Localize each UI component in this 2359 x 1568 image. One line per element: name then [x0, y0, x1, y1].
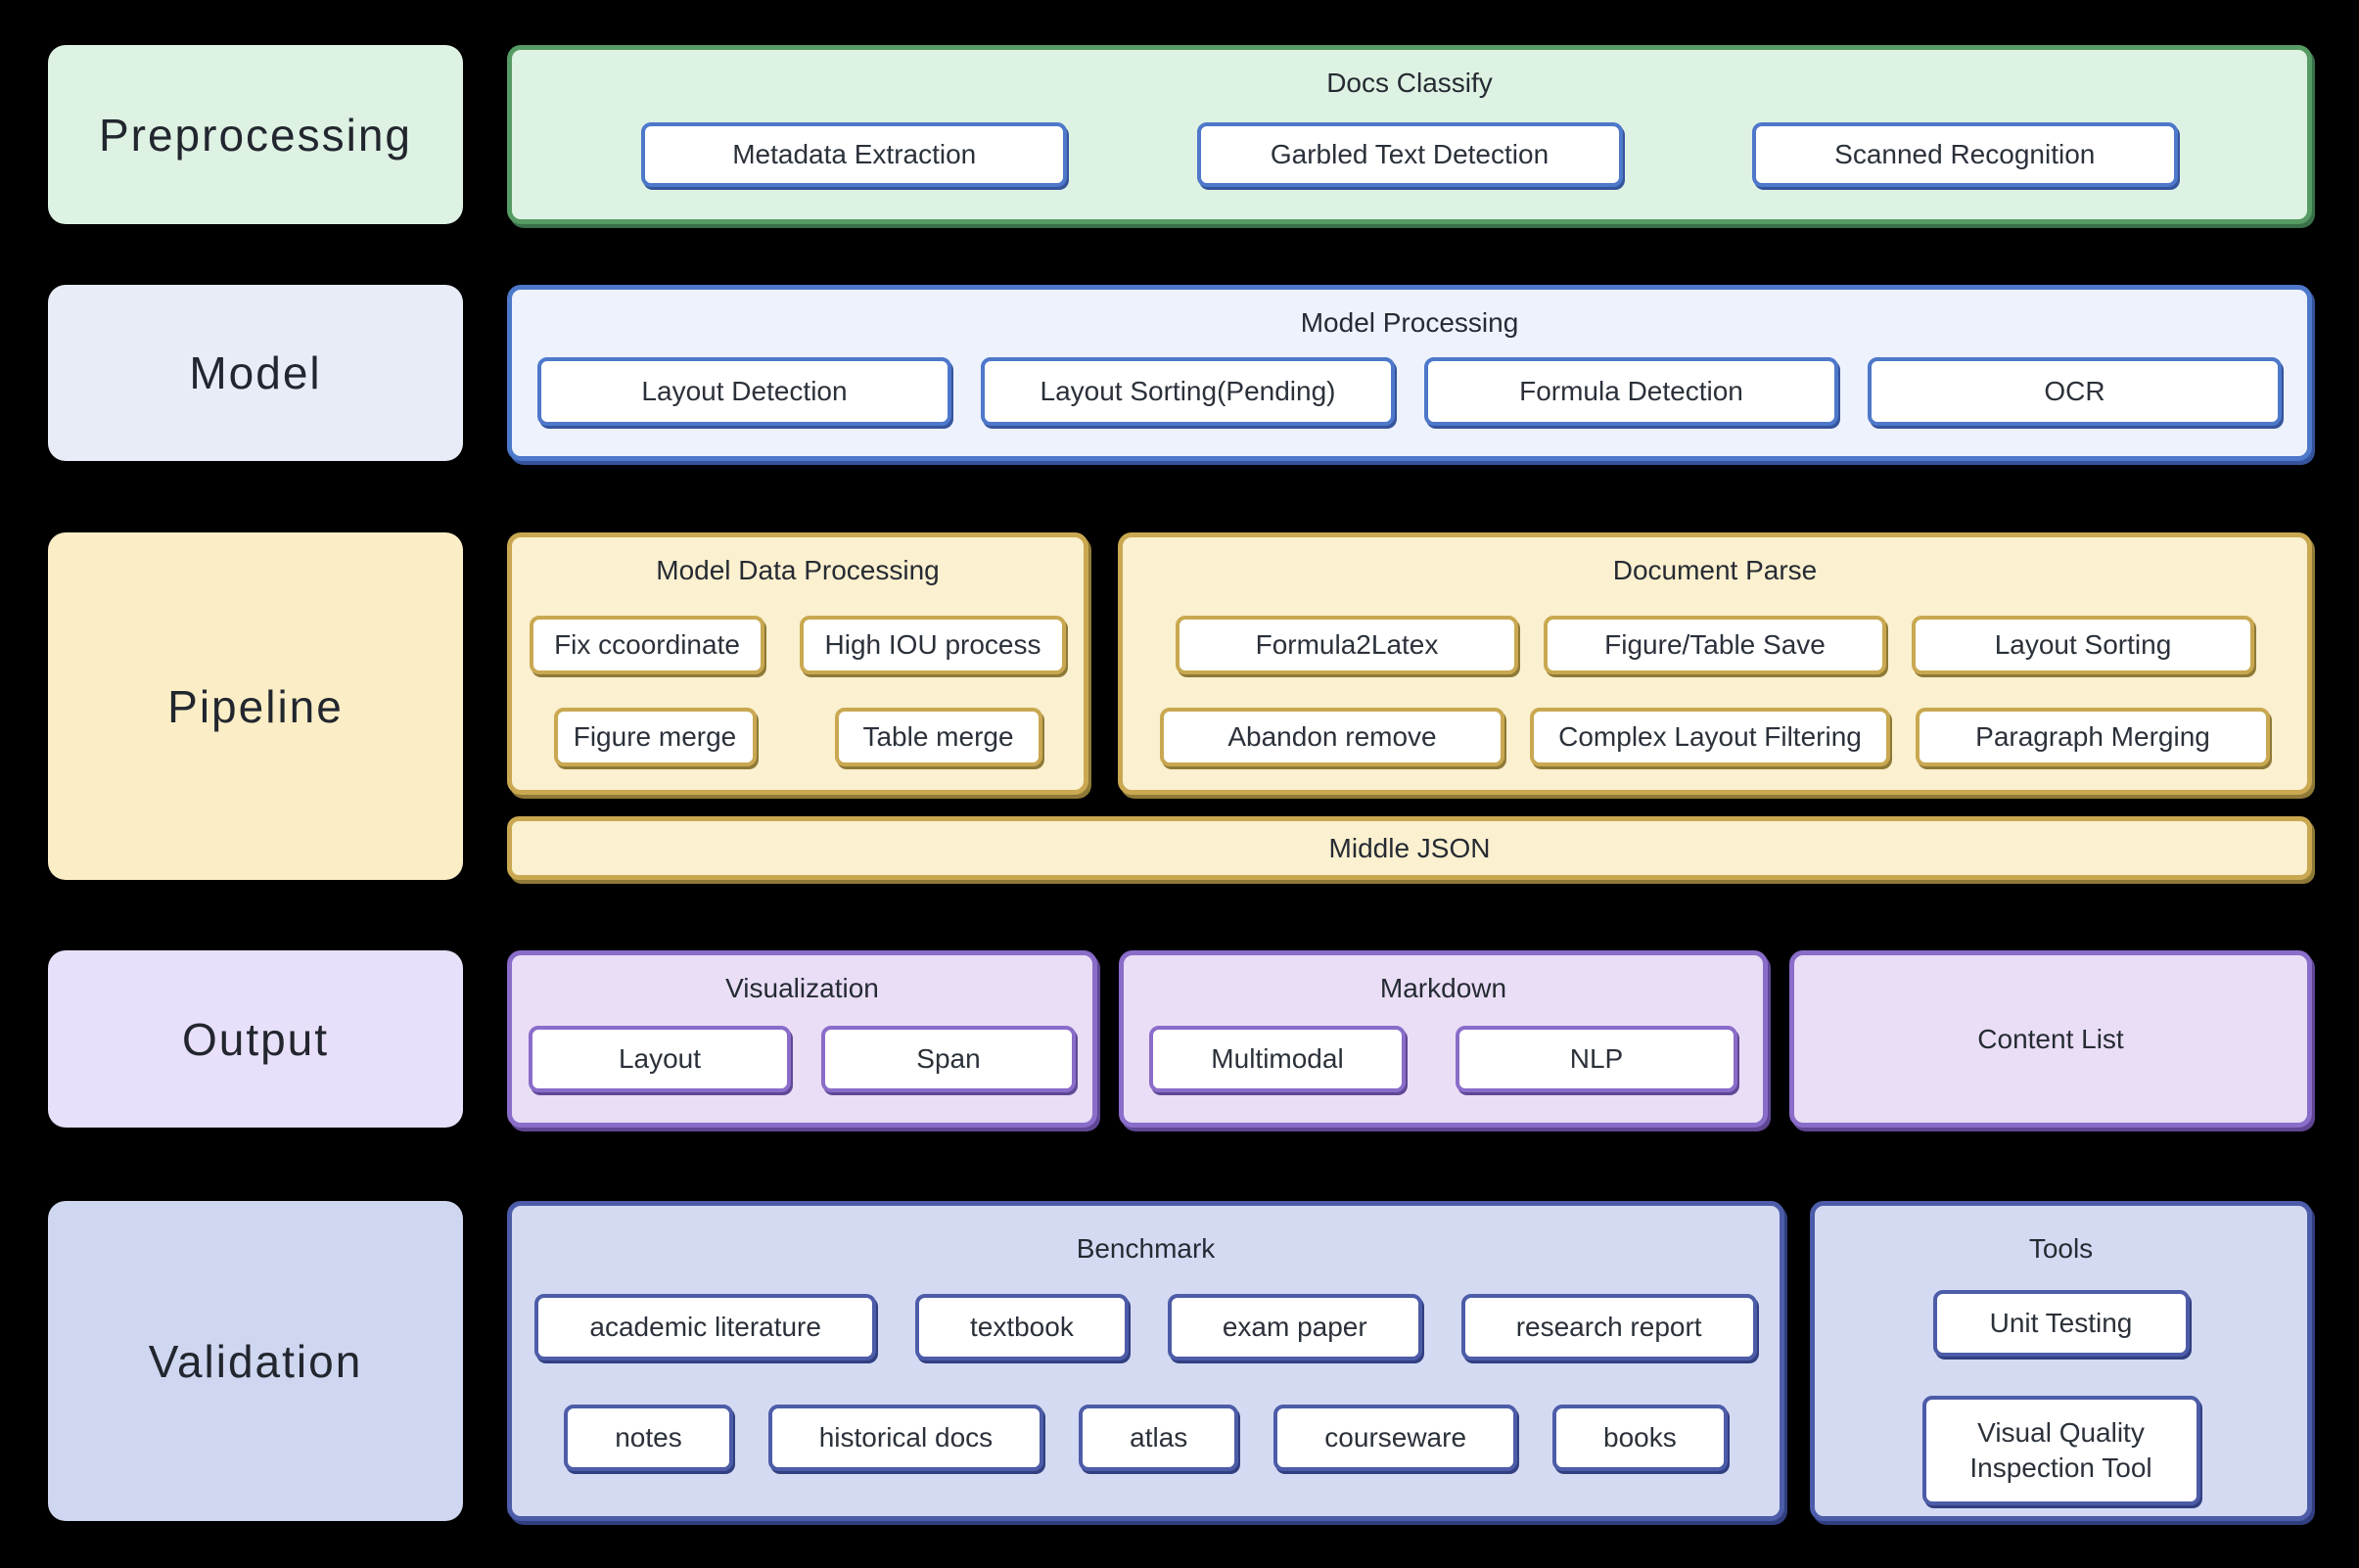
docs-classify-container: Docs Classify Metadata Extraction Garble… [507, 45, 2312, 224]
content-list-title: Content List [1977, 1023, 2124, 1054]
node-multimodal: Multimodal [1149, 1025, 1406, 1092]
model-data-processing-container: Model Data Processing Fix ccoordinate Hi… [507, 532, 1088, 795]
node-formula2latex: Formula2Latex [1176, 616, 1518, 674]
row-output-content: Visualization Layout Span Markdown Multi… [507, 950, 2312, 1128]
benchmark-container: Benchmark academic literature textbook e… [507, 1201, 1784, 1521]
node-garbled-text-detection: Garbled Text Detection [1196, 121, 1623, 187]
model-data-processing-title: Model Data Processing [656, 555, 940, 585]
node-books: books [1552, 1405, 1728, 1471]
benchmark-row-2: notes historical docs atlas courseware b… [512, 1405, 1780, 1471]
pipeline-top: Model Data Processing Fix ccoordinate Hi… [507, 532, 2312, 795]
model-processing-nodes: Layout Detection Layout Sorting(Pending)… [512, 339, 2307, 456]
node-layout-sorting-pending: Layout Sorting(Pending) [981, 357, 1395, 426]
node-complex-layout-filtering: Complex Layout Filtering [1530, 708, 1890, 766]
node-formula-detection: Formula Detection [1424, 357, 1838, 426]
node-exam-paper: exam paper [1167, 1294, 1422, 1360]
row-preprocessing-content: Docs Classify Metadata Extraction Garble… [507, 45, 2312, 224]
node-fix-ccoordinate: Fix ccoordinate [530, 616, 764, 674]
document-parse-title: Document Parse [1612, 555, 1818, 585]
node-ocr: OCR [1868, 357, 2282, 426]
node-notes: notes [564, 1405, 733, 1471]
docs-classify-nodes: Metadata Extraction Garbled Text Detecti… [512, 99, 2307, 219]
row-preprocessing: Preprocessing Docs Classify Metadata Ext… [48, 45, 2312, 224]
node-layout-detection: Layout Detection [537, 357, 951, 426]
row-output: Output Visualization Layout Span Markdow… [48, 950, 2312, 1128]
node-academic-literature: academic literature [534, 1294, 876, 1360]
node-table-merge: Table merge [834, 708, 1042, 766]
node-layout: Layout [529, 1025, 791, 1092]
node-courseware: courseware [1273, 1405, 1518, 1471]
node-textbook: textbook [914, 1294, 1129, 1360]
node-research-report: research report [1460, 1294, 1757, 1360]
benchmark-row-1: academic literature textbook exam paper … [512, 1294, 1780, 1360]
node-nlp: NLP [1456, 1025, 1737, 1092]
stage-label-preprocessing: Preprocessing [48, 45, 463, 224]
model-processing-container: Model Processing Layout Detection Layout… [507, 285, 2312, 461]
node-visual-quality-inspection-tool: Visual Quality Inspection Tool [1921, 1396, 2200, 1505]
node-high-iou-process: High IOU process [800, 616, 1066, 674]
stage-label-validation: Validation [48, 1201, 463, 1521]
dp-node-row-1: Formula2Latex Figure/Table Save Layout S… [1123, 616, 2307, 674]
docs-classify-title: Docs Classify [1326, 68, 1493, 98]
row-validation-content: Benchmark academic literature textbook e… [507, 1201, 2312, 1521]
middle-json-bar: Middle JSON [507, 816, 2312, 880]
stage-label-output: Output [48, 950, 463, 1128]
node-scanned-recognition: Scanned Recognition [1751, 121, 2178, 187]
node-atlas: atlas [1079, 1405, 1239, 1471]
stage-label-pipeline: Pipeline [48, 532, 463, 880]
mdp-node-row-1: Fix ccoordinate High IOU process [512, 616, 1084, 674]
node-abandon-remove: Abandon remove [1160, 708, 1504, 766]
mdp-node-row-2: Figure merge Table merge [512, 708, 1084, 766]
markdown-title: Markdown [1379, 973, 1507, 1003]
row-pipeline-content: Model Data Processing Fix ccoordinate Hi… [507, 532, 2312, 880]
visualization-container: Visualization Layout Span [507, 950, 1097, 1128]
stage-label-model: Model [48, 285, 463, 461]
node-metadata-extraction: Metadata Extraction [641, 121, 1068, 187]
dp-node-row-2: Abandon remove Complex Layout Filtering … [1123, 708, 2307, 766]
document-parse-container: Document Parse Formula2Latex Figure/Tabl… [1118, 532, 2312, 795]
model-processing-title: Model Processing [1300, 307, 1519, 338]
node-unit-testing: Unit Testing [1932, 1290, 2190, 1357]
visualization-title: Visualization [725, 973, 879, 1003]
node-span: Span [821, 1025, 1076, 1092]
benchmark-title: Benchmark [1076, 1233, 1216, 1264]
markdown-nodes: Multimodal NLP [1124, 1004, 1763, 1123]
node-paragraph-merging: Paragraph Merging [1916, 708, 2270, 766]
node-figure-merge: Figure merge [553, 708, 757, 766]
markdown-container: Markdown Multimodal NLP [1119, 950, 1768, 1128]
tools-container: Tools Unit Testing Visual Quality Inspec… [1810, 1201, 2312, 1521]
row-model: Model Model Processing Layout Detection … [48, 285, 2312, 461]
node-historical-docs: historical docs [767, 1405, 1044, 1471]
row-model-content: Model Processing Layout Detection Layout… [507, 285, 2312, 461]
row-validation: Validation Benchmark academic literature… [48, 1201, 2312, 1521]
row-pipeline: Pipeline Model Data Processing Fix ccoor… [48, 532, 2312, 880]
visualization-nodes: Layout Span [512, 1004, 1092, 1123]
tools-title: Tools [2028, 1233, 2094, 1264]
content-list-container: Content List [1789, 950, 2312, 1128]
node-layout-sorting: Layout Sorting [1912, 616, 2254, 674]
node-figure-table-save: Figure/Table Save [1544, 616, 1886, 674]
